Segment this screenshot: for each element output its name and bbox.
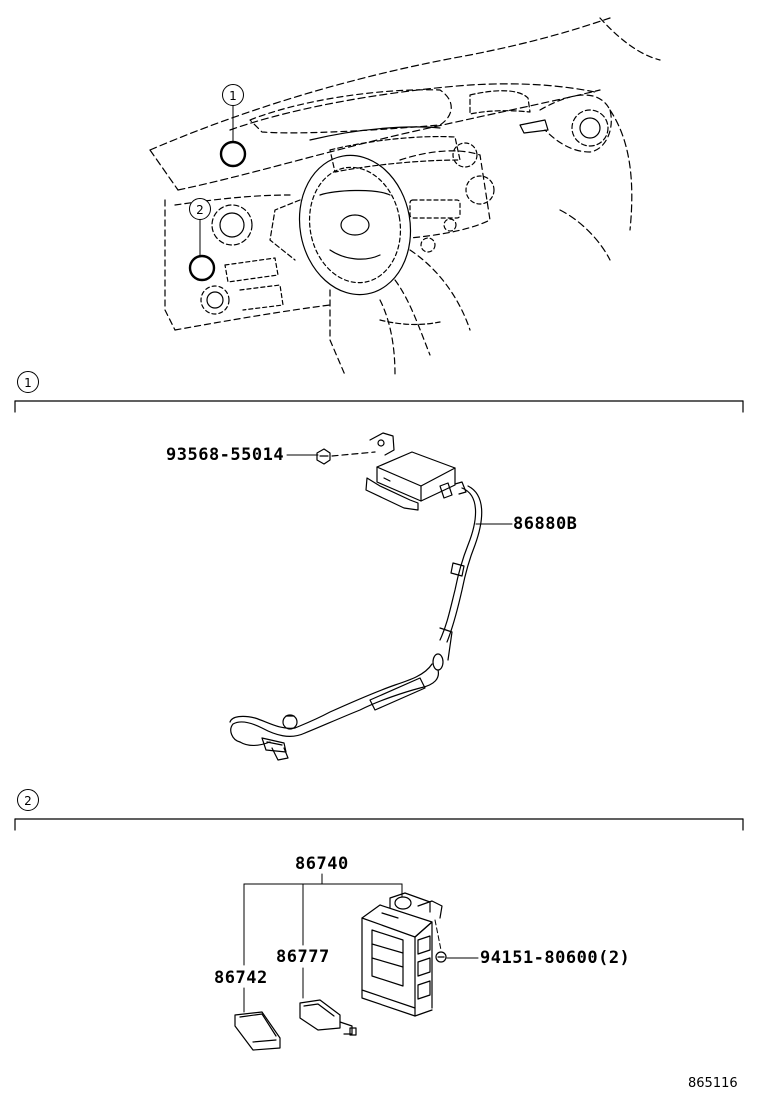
part-number-86880b[interactable]: 86880B (513, 514, 578, 534)
part-number-86777[interactable]: 86777 (276, 947, 330, 967)
part-number-94151-80600[interactable]: 94151-80600(2) (480, 948, 631, 968)
section-2-number: 2 (17, 789, 39, 811)
section-2-frame (14, 818, 744, 831)
part-86742-drawing (234, 1011, 281, 1051)
overview-callout-1: 1 (222, 84, 244, 106)
section-1-frame (14, 400, 744, 413)
airbag-sensor-assembly-drawing (229, 432, 483, 761)
part-86777-drawing (299, 999, 357, 1036)
part-number-86742[interactable]: 86742 (214, 968, 268, 988)
group-86740-bracket (243, 873, 403, 1013)
overview-callout-2: 2 (189, 198, 211, 220)
section-1-number: 1 (17, 371, 39, 393)
part-number-93568-55014[interactable]: 93568-55014 (166, 445, 285, 465)
body-control-module-drawing (361, 892, 447, 1017)
dashboard-overview-drawing (149, 17, 661, 376)
callout-1-target-ring (219, 140, 247, 168)
callout-2-target-ring (188, 254, 216, 282)
part-number-86740[interactable]: 86740 (295, 854, 349, 874)
diagram-reference-id: 865116 (688, 1076, 738, 1091)
